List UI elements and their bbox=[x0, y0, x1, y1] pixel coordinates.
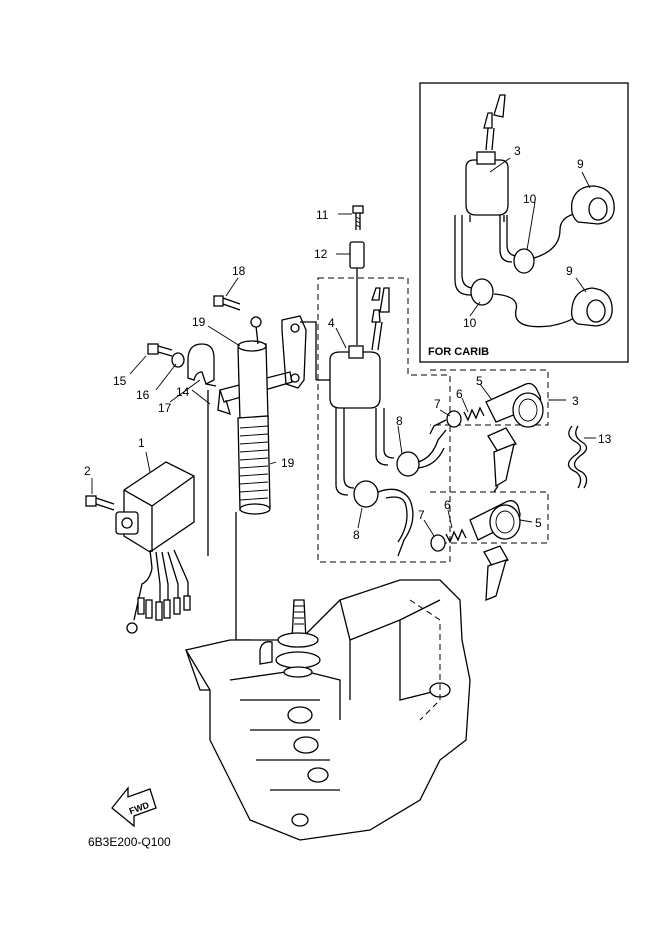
callout-12: 12 bbox=[314, 247, 328, 261]
spring-7-upper bbox=[429, 410, 462, 435]
callout-5-upper: 5 bbox=[476, 374, 483, 388]
leader-lines bbox=[91, 213, 596, 537]
callout-19-lower: 19 bbox=[281, 456, 295, 470]
wire-clip-13 bbox=[567, 425, 588, 489]
callout-15: 15 bbox=[113, 374, 127, 388]
cap-group-boundary-upper bbox=[430, 369, 549, 426]
clamp-17 bbox=[187, 343, 217, 387]
inset-ignition-coil bbox=[454, 94, 519, 296]
cap-group-boundary-lower bbox=[430, 491, 549, 544]
callout-18: 18 bbox=[232, 264, 246, 278]
callout-13: 13 bbox=[598, 432, 612, 446]
ignition-coil-4 bbox=[316, 287, 395, 496]
callout-10-lower: 10 bbox=[463, 316, 477, 330]
inset-plug-cap-upper bbox=[570, 185, 615, 225]
spring-6-lower bbox=[445, 528, 467, 544]
inset-grommet-upper bbox=[513, 248, 535, 274]
inset-grommet-lower bbox=[470, 278, 494, 306]
fwd-arrow-icon: FWD bbox=[111, 786, 157, 828]
bolt-15 bbox=[147, 343, 173, 357]
plug-cap-5-lower bbox=[469, 500, 521, 541]
inset-plug-cap-lower bbox=[570, 287, 613, 327]
drawing-code: 6B3E200-Q100 bbox=[88, 835, 171, 849]
callout-9-upper: 9 bbox=[577, 157, 584, 171]
sleeve-19-upper bbox=[237, 316, 269, 421]
callout-10-upper: 10 bbox=[523, 192, 537, 206]
callout-14: 14 bbox=[176, 385, 190, 399]
spark-plug-lower bbox=[483, 545, 509, 601]
sleeve-19-lower bbox=[237, 415, 271, 515]
grommet-8-upper bbox=[396, 451, 420, 477]
callout-9-lower: 9 bbox=[566, 264, 573, 278]
bracket-14 bbox=[217, 315, 317, 416]
callout-4: 4 bbox=[328, 316, 335, 330]
carib-inset bbox=[419, 82, 629, 363]
bolt-2 bbox=[85, 495, 115, 511]
spring-7-lower bbox=[430, 534, 446, 552]
callout-1: 1 bbox=[138, 436, 145, 450]
spring-6-upper bbox=[463, 406, 485, 422]
plug-cap-5-upper bbox=[485, 382, 544, 428]
callout-6-upper: 6 bbox=[456, 387, 463, 401]
spark-plug-upper bbox=[487, 427, 517, 493]
cdi-unit-1 bbox=[115, 461, 195, 634]
callout-6-lower: 6 bbox=[444, 498, 451, 512]
callout-17: 17 bbox=[158, 401, 172, 415]
grommet-8-lower bbox=[353, 480, 379, 508]
callout-3: 3 bbox=[572, 394, 579, 408]
callout-8-lower: 8 bbox=[353, 528, 360, 542]
callout-16: 16 bbox=[136, 388, 150, 402]
bolt-18 bbox=[213, 295, 241, 311]
callout-11: 11 bbox=[316, 208, 329, 222]
bolt-11 bbox=[352, 205, 364, 230]
callout-3-inset: 3 bbox=[514, 144, 521, 158]
callout-2: 2 bbox=[84, 464, 91, 478]
washer-16 bbox=[171, 352, 185, 368]
coil-group-boundary bbox=[317, 277, 451, 563]
callout-19-upper: 19 bbox=[192, 315, 206, 329]
boot-12 bbox=[349, 241, 365, 345]
callouts: 1 2 3 3 4 5 5 6 6 7 7 8 8 9 9 10 10 11 1… bbox=[84, 144, 612, 542]
callout-7-lower: 7 bbox=[418, 508, 425, 522]
callout-8-upper: 8 bbox=[396, 414, 403, 428]
callout-7-upper: 7 bbox=[434, 397, 441, 411]
callout-5-lower: 5 bbox=[535, 516, 542, 530]
engine-block bbox=[184, 579, 471, 841]
inset-caption: FOR CARIB bbox=[428, 346, 489, 358]
